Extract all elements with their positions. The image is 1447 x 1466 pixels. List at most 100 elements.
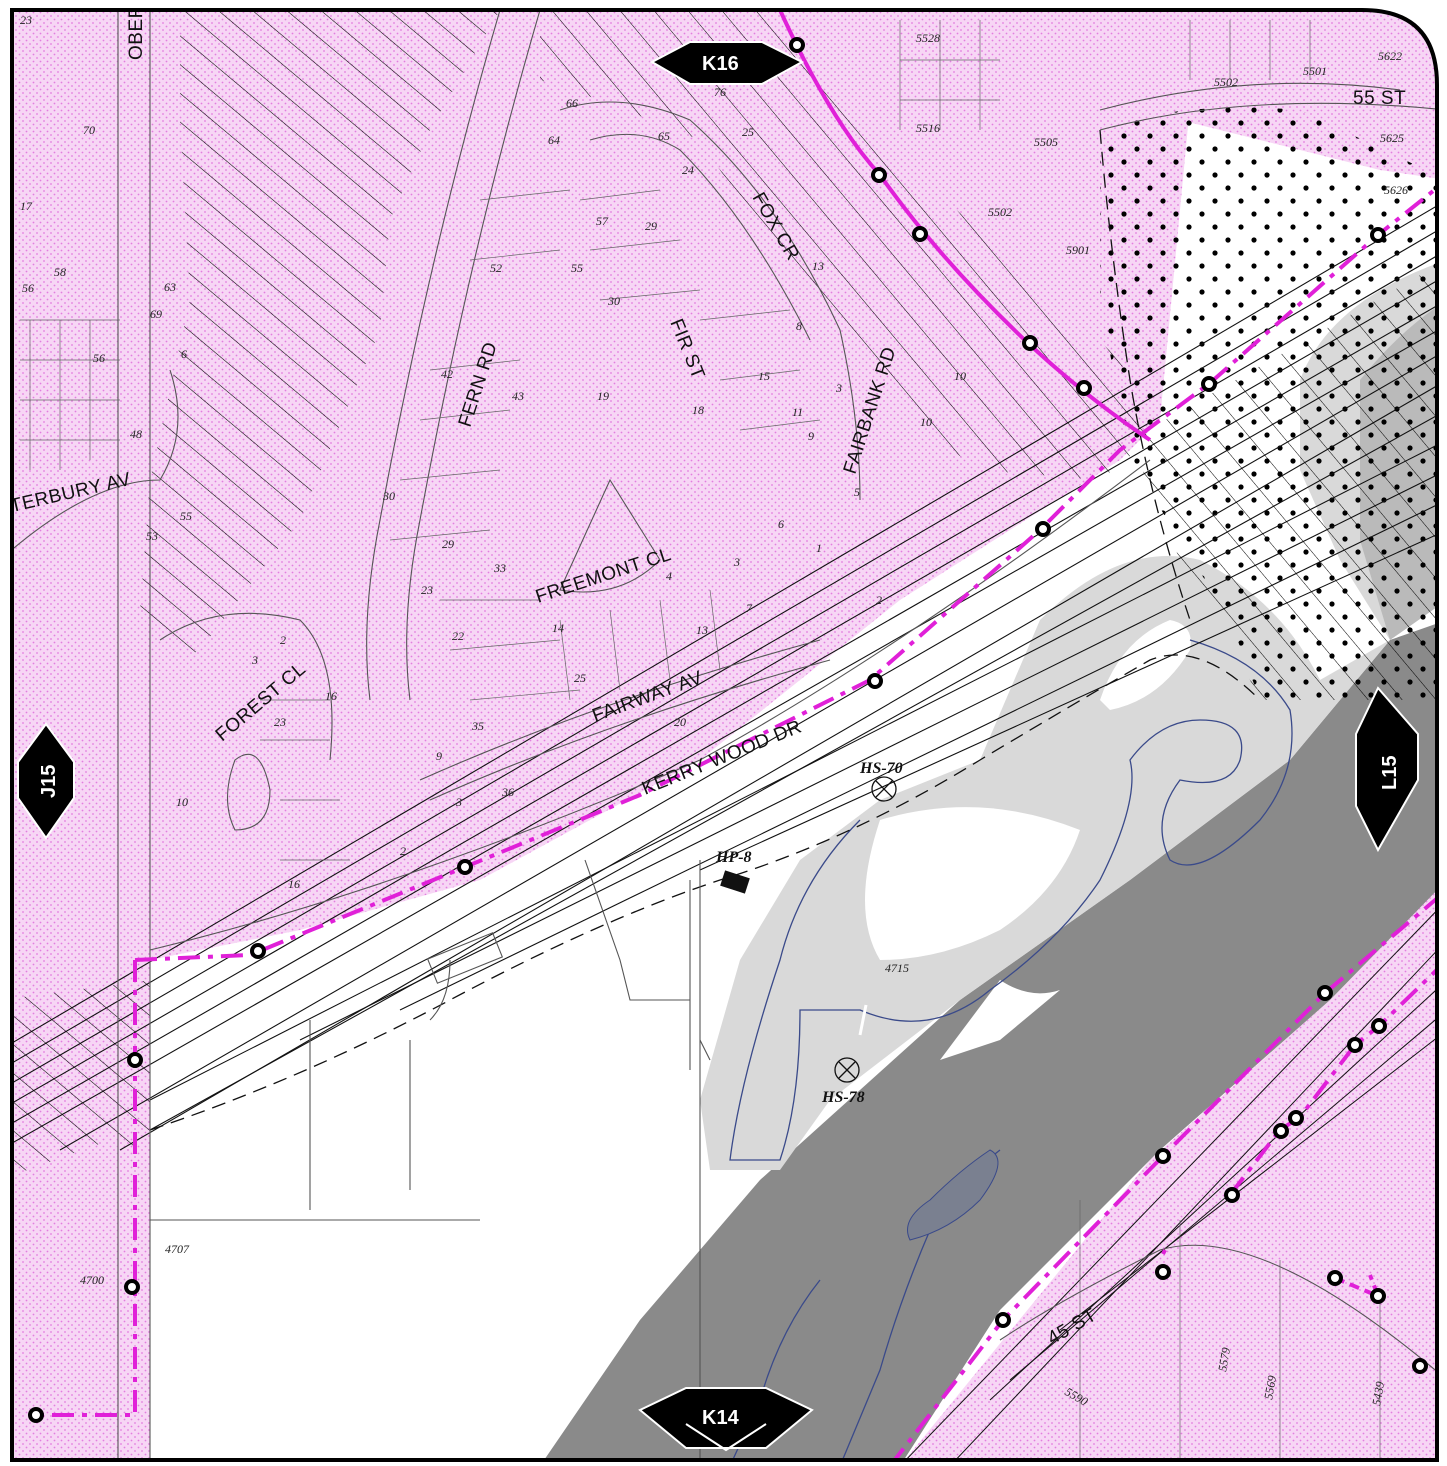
lot-number: 42	[441, 367, 453, 381]
lot-number: 5625	[1380, 131, 1404, 145]
boundary-marker	[1035, 521, 1051, 537]
lot-number: 6	[181, 347, 187, 361]
lot-number: 10	[954, 369, 966, 383]
lot-number: 6	[778, 517, 784, 531]
boundary-markers	[28, 37, 1428, 1423]
floodplain-island-south	[865, 807, 1080, 960]
lot-numbers: 23 70 17 58 56 56 48 63 69 6 55 53 66 64…	[20, 13, 1408, 1409]
lot-number: 5901	[1066, 243, 1090, 257]
lot-number: 16	[288, 877, 300, 891]
lot-number: 1	[816, 541, 822, 555]
lot-number: 5	[854, 485, 860, 499]
lot-number: 5502	[988, 205, 1012, 219]
lot-number: 18	[692, 403, 704, 417]
boundary-line-southeast	[888, 888, 1437, 1460]
nav-label-north: K16	[702, 53, 739, 75]
floodplain-dashed-line	[149, 654, 1261, 1131]
lot-number: 10	[920, 415, 932, 429]
river-island	[907, 1149, 999, 1241]
station-hs70-symbol[interactable]	[871, 776, 897, 802]
lot-number: 14	[552, 621, 564, 635]
boundary-marker	[789, 37, 805, 53]
boundary-marker	[871, 167, 887, 183]
lot-number: 3	[835, 381, 842, 395]
floodplain-dashed-line-2	[1099, 129, 1191, 621]
road-network	[12, 10, 1437, 1460]
station-hp8-symbol[interactable]	[720, 870, 750, 894]
lot-number: 16	[325, 689, 337, 703]
elevation-label: 4715	[885, 961, 909, 975]
lot-number: 2	[876, 593, 882, 607]
lot-number: 13	[696, 623, 708, 637]
lot-number: 53	[146, 529, 158, 543]
boundary-marker	[1155, 1264, 1171, 1280]
lot-number: 5528	[916, 31, 940, 45]
lot-number: 66	[566, 96, 578, 110]
boundary-marker	[28, 1407, 44, 1423]
lot-number: 29	[442, 537, 454, 551]
lot-number: 5501	[1303, 64, 1327, 78]
station-hs78-symbol[interactable]	[834, 1057, 860, 1083]
lot-number: 56	[93, 351, 105, 365]
hatched-zone-southwest	[12, 980, 150, 1180]
lot-number: 9	[808, 429, 814, 443]
lot-number: 4	[666, 569, 672, 583]
lot-number: 20	[674, 715, 686, 729]
lot-number: 24	[682, 163, 694, 177]
lot-number: 52	[490, 261, 502, 275]
nav-arrow-east[interactable]: L15	[1355, 686, 1419, 853]
floodplain-island-north	[1100, 620, 1191, 710]
map-frame	[10, 8, 1439, 1462]
hatched-zone-north	[540, 10, 1150, 480]
lot-number: 35	[471, 719, 484, 733]
boundary-marker	[995, 1312, 1011, 1328]
boundary-line-main	[134, 178, 1437, 962]
lot-number: 15	[758, 369, 770, 383]
culvert	[858, 1004, 868, 1036]
lot-number: 5579	[1215, 1346, 1233, 1372]
lot-number: 2	[280, 633, 286, 647]
boundary-marker	[1327, 1270, 1343, 1286]
lot-number: 25	[742, 125, 754, 139]
street-label-ober: OBER	[126, 4, 147, 60]
nav-arrow-south[interactable]: K14	[638, 1387, 814, 1452]
boundary-marker	[1317, 985, 1333, 1001]
lot-number: 63	[164, 280, 176, 294]
nav-arrow-north[interactable]: K16	[649, 41, 805, 85]
lot-number: 55	[571, 261, 583, 275]
lot-number: 23	[20, 13, 32, 27]
boundary-marker	[250, 943, 266, 959]
boundary-marker	[1076, 380, 1092, 396]
lot-number: 30	[607, 294, 620, 308]
boundary-line-southeast-4	[1161, 1249, 1167, 1255]
lot-number: 5502	[1214, 75, 1238, 89]
lot-number: 76	[714, 85, 726, 99]
street-label-55st: 55 ST	[1353, 88, 1406, 109]
lot-number: 2	[400, 844, 406, 858]
hatched-zone-east	[1130, 260, 1437, 700]
lot-number: 70	[83, 123, 95, 137]
boundary-marker	[1273, 1123, 1289, 1139]
lot-number: 23	[274, 715, 286, 729]
elevation-label: 4707	[165, 1242, 190, 1256]
lot-number: 5516	[916, 121, 940, 135]
boundary-marker	[1155, 1148, 1171, 1164]
boundary-marker	[1412, 1358, 1428, 1374]
lot-number: 64	[548, 133, 560, 147]
lot-number: 3	[251, 653, 258, 667]
boundary-marker	[1201, 376, 1217, 392]
boundary-marker	[1371, 1018, 1387, 1034]
nav-label-east: L15	[1379, 756, 1401, 790]
lot-number: 48	[130, 427, 142, 441]
lot-number: 23	[421, 583, 433, 597]
contour-line	[729, 639, 1293, 1161]
nav-arrow-west[interactable]: J15	[17, 722, 75, 840]
lot-number: 13	[812, 259, 824, 273]
boundary-marker	[124, 1279, 140, 1295]
lot-number: 56	[22, 281, 34, 295]
lot-number: 19	[597, 389, 609, 403]
lot-number: 5439	[1369, 1380, 1387, 1406]
boundary-marker	[127, 1052, 143, 1068]
nav-label-south: K14	[702, 1407, 740, 1429]
